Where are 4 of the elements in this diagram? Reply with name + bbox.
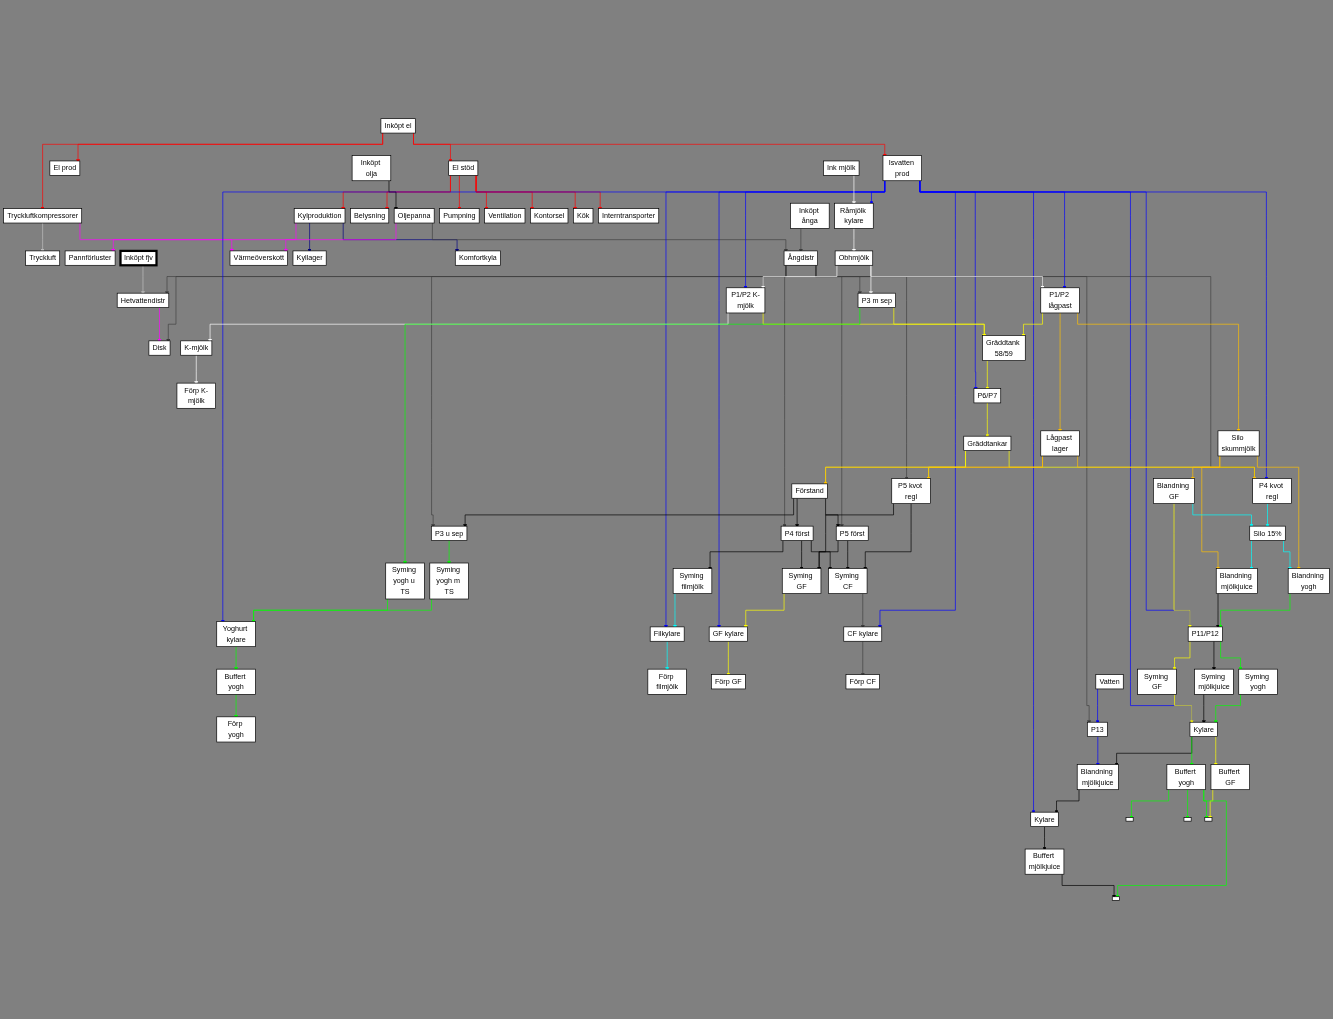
node-box: [1204, 817, 1213, 822]
node-box: [1125, 817, 1134, 822]
node-box: [1111, 896, 1120, 901]
node-box: [1183, 817, 1192, 822]
